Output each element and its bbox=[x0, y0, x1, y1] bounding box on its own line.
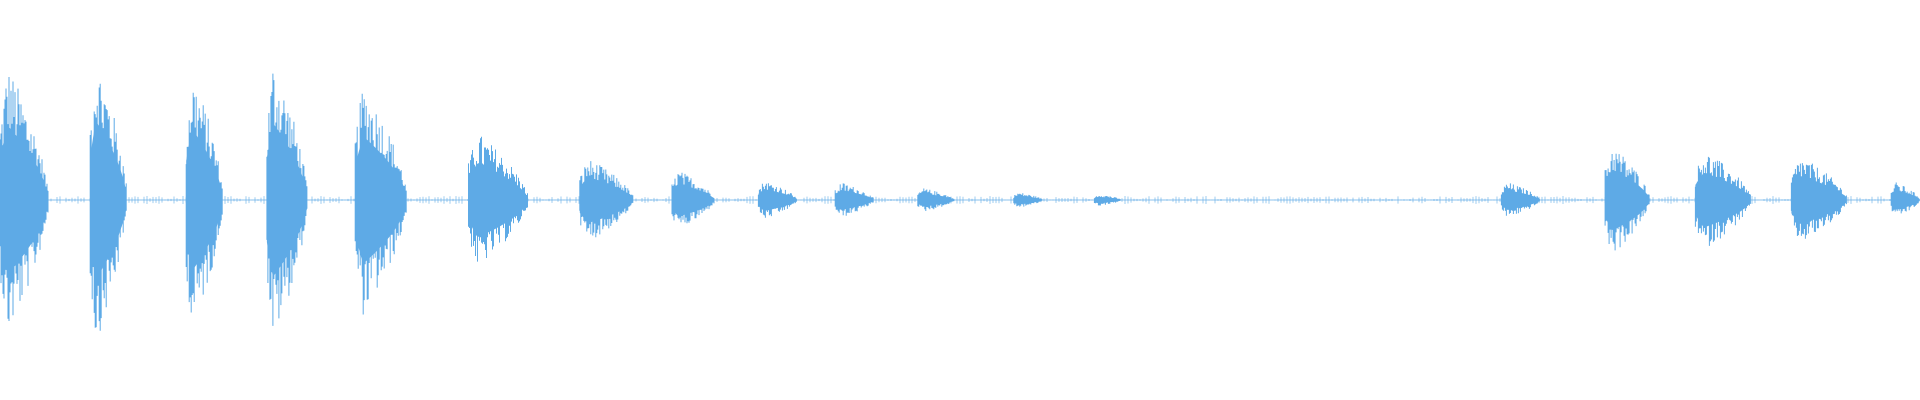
waveform-segment-core bbox=[266, 123, 307, 277]
waveform-segments bbox=[0, 73, 1920, 331]
waveform-noise bbox=[0, 196, 1918, 204]
waveform-segment-core bbox=[355, 136, 406, 264]
waveform-segment-core bbox=[835, 190, 874, 210]
waveform-segment-core bbox=[1013, 195, 1042, 205]
waveform-segment-core bbox=[1605, 169, 1650, 231]
waveform-segment-core bbox=[1501, 190, 1540, 210]
